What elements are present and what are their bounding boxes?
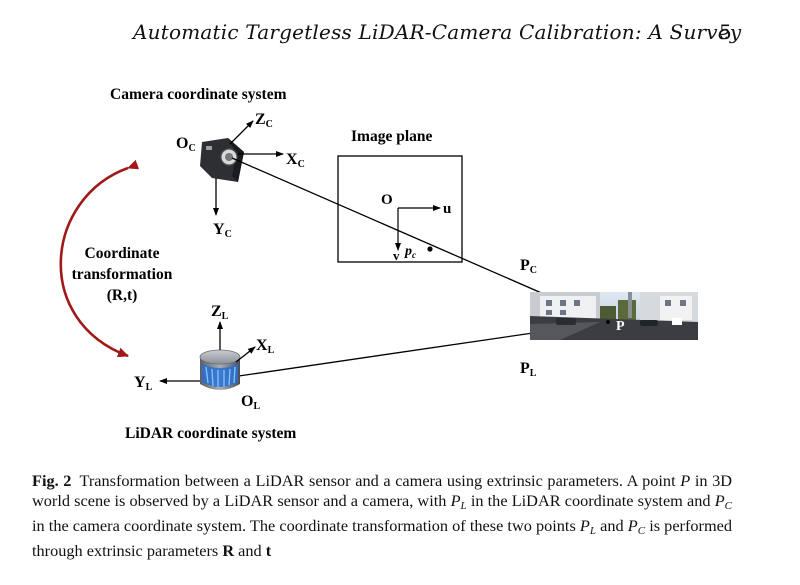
lidar-z-label: ZL (211, 303, 229, 322)
transform-label-line1: Coordinate (85, 245, 160, 262)
caption-text-3: in the LiDAR coordinate system and (466, 491, 715, 510)
caption-t: t (265, 541, 272, 560)
camera-system-title: Camera coordinate system (110, 86, 287, 103)
caption-text-4: in the camera coordinate system. The coo… (32, 516, 580, 535)
caption-pc: PC (714, 491, 732, 512)
lidar-x-label: XL (256, 337, 275, 356)
figure-caption: Fig. 2 Transformation between a LiDAR sen… (32, 471, 732, 561)
camera-x-label: XC (286, 151, 305, 170)
image-plane (337, 155, 463, 263)
caption-text-7: and (234, 541, 266, 560)
camera-y-label: YC (213, 221, 232, 240)
figure: Camera coordinate system LiDAR coordinat… (59, 86, 698, 442)
lidar-origin-label: OL (241, 393, 260, 412)
transformation-arrow (59, 159, 140, 358)
running-title: Automatic Targetless LiDAR-Camera Calibr… (133, 20, 742, 44)
caption-pc-2: PC (627, 516, 646, 537)
page-number: 5 (719, 20, 732, 44)
caption-text-2: in 3D world scene is observed by a LiDAR… (32, 471, 733, 510)
lidar-system-title: LiDAR coordinate system (125, 425, 296, 442)
camera-z-axis (229, 120, 254, 145)
lidar-y-label: YL (134, 374, 153, 393)
transform-label-line2: transformation (72, 266, 173, 283)
projected-point (427, 246, 433, 252)
caption-pl-2: PL (579, 516, 596, 537)
scene-point (606, 320, 610, 324)
street-scene-image: P (530, 292, 698, 340)
caption-r: R (222, 541, 235, 560)
image-v-label: v (393, 248, 400, 263)
lidar-x-axis (235, 346, 256, 363)
image-u-label: u (443, 201, 451, 217)
caption-text-5: and (596, 516, 628, 535)
camera-z-label: ZC (255, 111, 273, 130)
figure-label: Fig. 2 (32, 471, 72, 490)
pl-label: PL (520, 360, 537, 379)
lidar-icon (199, 349, 241, 390)
image-point-label: pc (404, 244, 416, 260)
scene-point-label: P (616, 319, 625, 334)
caption-text-6: is performed through extrinsic parameter… (32, 516, 732, 560)
caption-text-1: Transformation between a LiDAR sensor an… (79, 471, 681, 490)
camera-origin-label: OC (176, 135, 196, 154)
image-plane-title: Image plane (351, 128, 432, 145)
page-header: Automatic Targetless LiDAR-Camera Calibr… (0, 18, 800, 48)
image-origin-label: O (381, 192, 393, 208)
transform-label-line3: (R,t) (107, 287, 138, 304)
caption-point-p: P (680, 471, 691, 490)
pc-label: PC (520, 257, 537, 276)
caption-pl: PL (450, 491, 467, 512)
